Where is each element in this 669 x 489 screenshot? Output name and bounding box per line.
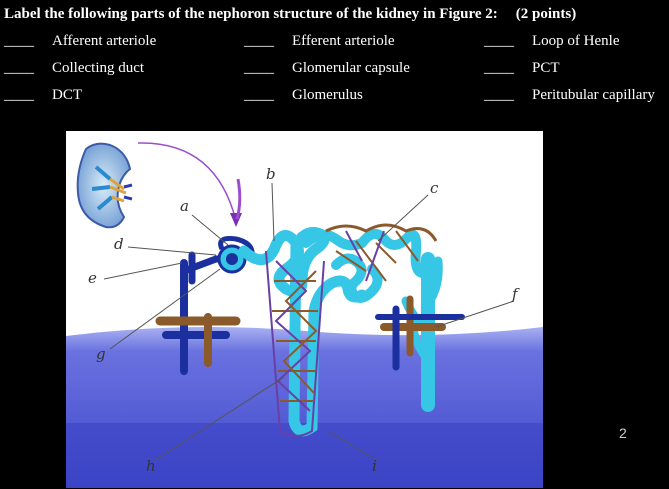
term-glomerular-capsule: Glomerular capsule — [292, 60, 410, 76]
answer-blank[interactable]: ____ — [4, 33, 34, 49]
term-row-3: ____ DCT ____ Glomerulus ____ Peritubula… — [0, 87, 669, 107]
term-efferent-arteriole: Efferent arteriole — [292, 33, 395, 49]
leader-lines — [103, 182, 515, 462]
answer-blank[interactable]: ____ — [244, 33, 274, 49]
term-afferent-arteriole: Afferent arteriole — [52, 33, 157, 49]
instruction-heading: Label the following parts of the nephoro… — [4, 6, 576, 23]
label-a: a — [180, 197, 189, 215]
answer-blank[interactable]: ____ — [4, 87, 34, 103]
kidney-inset-icon — [76, 142, 133, 229]
answer-blank[interactable]: ____ — [484, 33, 514, 49]
term-loop-of-henle: Loop of Henle — [532, 33, 620, 49]
nephron-diagram: a b c d e f g h i — [66, 142, 543, 488]
term-pct: PCT — [532, 60, 560, 76]
label-h: h — [146, 457, 156, 475]
page-number: 2 — [619, 425, 627, 441]
term-collecting-duct: Collecting duct — [52, 60, 145, 76]
answer-blank[interactable]: ____ — [484, 87, 514, 103]
term-row-1: ____ Afferent arteriole ____ Efferent ar… — [0, 33, 669, 53]
left-vessels — [155, 251, 241, 375]
label-g: g — [96, 345, 106, 363]
pointer-arrow-icon — [137, 142, 237, 222]
term-dct: DCT — [52, 87, 82, 103]
answer-blank[interactable]: ____ — [484, 60, 514, 76]
answer-blank[interactable]: ____ — [244, 60, 274, 76]
nephron-figure: a b c d e f g h i — [66, 131, 543, 488]
label-f: f — [511, 285, 520, 303]
nephron-tubule — [238, 226, 427, 437]
peritubular-capillary-network — [265, 223, 438, 437]
instruction-text: Label the following parts of the nephoro… — [4, 6, 498, 22]
answer-blank[interactable]: ____ — [244, 87, 274, 103]
figure-labels: a b c d e f g h i — [88, 165, 520, 475]
label-d: d — [114, 235, 124, 253]
right-vessels — [375, 295, 465, 371]
term-peritubular-capillary: Peritubular capillary — [532, 87, 655, 103]
term-row-2: ____ Collecting duct ____ Glomerular cap… — [0, 60, 669, 80]
answer-blank[interactable]: ____ — [4, 60, 34, 76]
term-glomerulus: Glomerulus — [292, 87, 363, 103]
label-c: c — [430, 179, 439, 197]
label-e: e — [88, 269, 97, 287]
label-b: b — [266, 165, 276, 183]
label-i: i — [372, 457, 377, 475]
points-text: (2 points) — [515, 6, 577, 22]
